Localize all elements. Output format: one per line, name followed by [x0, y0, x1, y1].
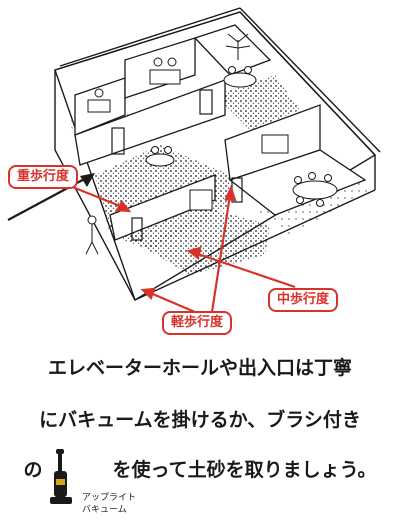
instruction-line-2: にバキュームを掛けるか、ブラシ付き: [39, 409, 361, 431]
furniture-and-people: [85, 57, 338, 255]
vacuum-caption-line-1: アップライト: [82, 493, 137, 503]
instruction-line-3: の を使って土砂を取りましょう。: [0, 458, 400, 482]
upright-vacuum-icon: [50, 449, 72, 504]
callout-pointers: [69, 184, 296, 314]
instruction-line-3-suffix: を使って土砂を取りましょう。: [112, 459, 377, 481]
vacuum-caption-line-2: バキューム: [82, 505, 127, 515]
medium-traffic-callout: 中歩行度: [268, 288, 339, 312]
office-floor-illustration: [7, 7, 381, 314]
heavy-traffic-callout: 重歩行度: [8, 165, 79, 189]
instruction-line-3-prefix: の: [23, 459, 43, 481]
light-traffic-callout: 軽歩行度: [162, 311, 233, 335]
interior-walls: [74, 24, 367, 241]
instruction-line-1: エレベーターホールや出入口は丁寧: [47, 357, 352, 379]
plant: [225, 33, 251, 60]
